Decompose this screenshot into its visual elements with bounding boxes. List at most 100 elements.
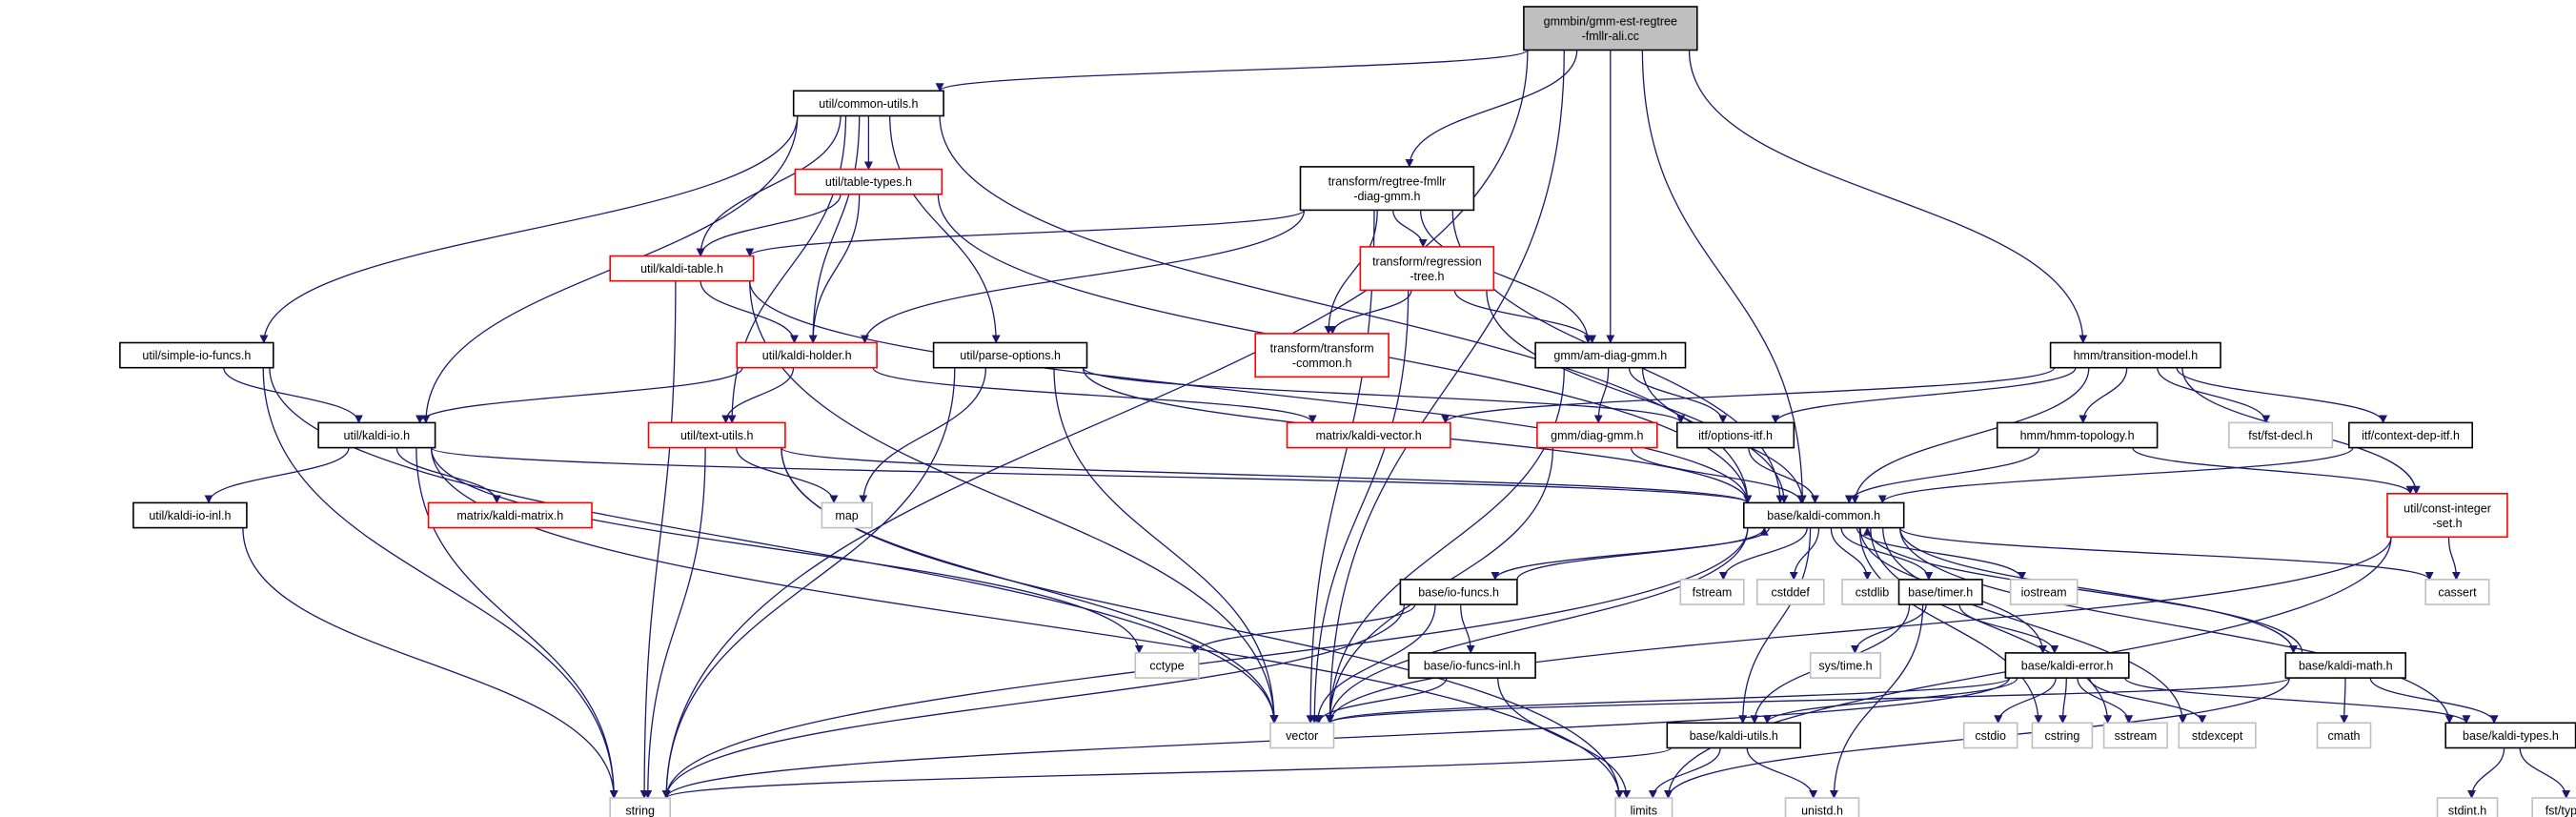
node-box	[794, 168, 943, 195]
edge-regtree_fmllr-to-kaldi_holder	[861, 210, 1306, 344]
node-label: map	[835, 509, 858, 522]
node-regtree-fmllr[interactable]: transform/regtree-fmllr-diag-gmm.h	[1299, 166, 1475, 212]
edge-kaldi_error-to-kaldi_types	[2124, 677, 2471, 725]
edge-regression_tree-to-kaldi_common	[1486, 290, 1789, 504]
node-options-itf[interactable]: itf/options-itf.h	[1676, 421, 1795, 449]
node-label: util/simple-io-funcs.h	[142, 349, 251, 362]
node-label: util/common-utils.h	[819, 97, 918, 111]
node-box	[1536, 421, 1658, 449]
node-text-utils[interactable]: util/text-utils.h	[647, 421, 786, 449]
node-box	[1269, 722, 1335, 749]
node-string: string	[609, 797, 672, 817]
edge-kaldi_holder-to-text_utils	[721, 367, 795, 424]
node-box	[2284, 652, 2407, 679]
edge-context_dep_itf-to-kaldi_common	[1877, 447, 2354, 504]
node-regression-tree[interactable]: transform/regression -tree.h	[1359, 246, 1495, 292]
node-transform-common[interactable]: transform/transform-common.h	[1254, 333, 1389, 378]
node-label: cstdlib	[1856, 586, 1889, 600]
node-box	[1676, 421, 1795, 449]
node-box	[2424, 579, 2490, 605]
node-box	[609, 797, 672, 817]
edge-kaldi_holder-to-kaldi_io	[416, 367, 743, 424]
node-box	[1614, 797, 1673, 817]
edge-kaldi_io-to-kaldi_common	[430, 447, 1752, 504]
node-fst-types: fst/types.h	[2531, 797, 2576, 817]
edge-root-to-kaldi_common	[1641, 50, 1807, 504]
node-label: sstream	[2115, 729, 2157, 743]
edge-hmm_topology-to-kaldi_common	[1844, 447, 2040, 504]
edge-table_types-to-kaldi_table	[696, 194, 842, 257]
node-am-diag-gmm[interactable]: gmm/am-diag-gmm.h	[1534, 341, 1687, 369]
node-kaldi-types[interactable]: base/kaldi-types.h	[2444, 722, 2576, 749]
node-kaldi-matrix[interactable]: matrix/kaldi-matrix.h	[427, 501, 593, 529]
node-label: util/kaldi-io.h	[344, 429, 411, 442]
node-box	[792, 90, 944, 117]
node-kaldi-table[interactable]: util/kaldi-table.h	[609, 255, 755, 282]
node-kaldi-io[interactable]: util/kaldi-io.h	[317, 421, 436, 449]
node-kaldi-math[interactable]: base/kaldi-math.h	[2284, 652, 2407, 679]
edge-kaldi_io-to-kaldi_io_inl	[204, 447, 350, 504]
edge-diag_gmm-to-kaldi_common	[1630, 447, 1806, 504]
node-box	[1962, 722, 2018, 749]
edge-transition_model-to-kaldi_common	[1850, 367, 2090, 504]
edge-kaldi_common-to-string	[661, 527, 1749, 799]
node-box	[2178, 722, 2257, 749]
node-root[interactable]: gmmbin/gmm-est-regtree-fmllr-ali.cc	[1523, 6, 1698, 51]
edge-root-to-regtree_fmllr	[1405, 50, 1578, 168]
node-label: cstring	[2044, 729, 2079, 743]
edge-transition_model-to-kaldi_vector	[1441, 367, 2056, 424]
edge-kaldi_math-to-cmath	[2340, 678, 2349, 725]
edge-regtree_fmllr-to-am_diag_gmm	[1419, 210, 1592, 344]
edge-root-to-transition_model	[1688, 50, 2088, 344]
node-context-dep-itf[interactable]: itf/context-dep-itf.h	[2348, 421, 2474, 449]
node-timer[interactable]: base/timer.h	[1897, 579, 1983, 605]
node-kaldi-common[interactable]: base/kaldi-common.h	[1743, 501, 1905, 529]
edge-kaldi_holder-to-kaldi_vector	[872, 367, 1317, 424]
node-box	[736, 341, 878, 369]
node-const-integer-set[interactable]: util/const-integer-set.h	[2386, 492, 2508, 539]
node-table-types[interactable]: util/table-types.h	[794, 168, 943, 195]
edge-kaldi_common-to-io_funcs	[1491, 527, 1770, 581]
edge-kaldi_utils-to-string	[662, 747, 1672, 799]
node-fst-decl: fst/fst-decl.h	[2228, 421, 2334, 449]
node-label: stdint.h	[2448, 805, 2486, 817]
edge-table_types-to-kaldi_holder	[808, 194, 861, 344]
node-box	[1784, 797, 1860, 817]
node-stdint: stdint.h	[2436, 797, 2499, 817]
node-label: cstddef	[1772, 586, 1811, 600]
node-label: fst/types.h	[2546, 805, 2576, 817]
node-kaldi-error[interactable]: base/kaldi-error.h	[2004, 652, 2130, 679]
edge-io_funcs-to-string	[661, 604, 1406, 799]
edge-kaldi_math-to-kaldi_common	[1862, 526, 2303, 653]
node-label: vector	[1286, 729, 1318, 743]
file-nodes: gmmbin/gmm-est-regtree-fmllr-ali.cc util/…	[119, 6, 2576, 817]
node-kaldi-utils[interactable]: base/kaldi-utils.h	[1666, 722, 1802, 749]
node-io-funcs-inl[interactable]: base/io-funcs-inl.h	[1408, 652, 1536, 679]
node-kaldi-holder[interactable]: util/kaldi-holder.h	[736, 341, 878, 369]
node-box	[1299, 166, 1475, 212]
edge-regtree_fmllr-to-vector	[1306, 210, 1375, 725]
edge-regtree_fmllr-to-kaldi_table	[745, 209, 1306, 257]
edge-kaldi_io-to-cctype	[430, 447, 1144, 654]
node-transition-model[interactable]: hmm/transition-model.h	[2049, 341, 2221, 369]
node-simple-io[interactable]: util/simple-io-funcs.h	[119, 341, 274, 369]
node-common-utils[interactable]: util/common-utils.h	[792, 90, 944, 117]
node-label: -tree.h	[1410, 270, 1444, 283]
node-io-funcs[interactable]: base/io-funcs.h	[1399, 579, 1518, 605]
edge-transition_model-to-fst_decl	[2157, 367, 2271, 424]
edge-regtree_fmllr-to-transform_common	[1324, 210, 1378, 335]
edge-kaldi_common-to-cstring	[1858, 527, 2043, 725]
node-label: unistd.h	[1801, 805, 1843, 817]
edge-kaldi_common-to-cstdlib	[1830, 527, 1872, 581]
edge-text_utils-to-limits	[781, 447, 1624, 799]
node-label: cstdio	[1975, 729, 2006, 743]
node-kaldi-vector[interactable]: matrix/kaldi-vector.h	[1286, 421, 1451, 449]
node-parse-options[interactable]: util/parse-options.h	[932, 341, 1088, 369]
edge-common_utils-to-kaldi_holder	[808, 115, 861, 344]
node-kaldi-io-inl[interactable]: util/kaldi-io-inl.h	[132, 501, 248, 529]
node-map: map	[821, 501, 873, 529]
node-hmm-topology[interactable]: hmm/hmm-topology.h	[1996, 421, 2159, 449]
node-diag-gmm[interactable]: gmm/diag-gmm.h	[1536, 421, 1658, 449]
edge-kaldi_table-to-string	[639, 280, 677, 799]
node-label: transform/regression	[1372, 255, 1482, 268]
